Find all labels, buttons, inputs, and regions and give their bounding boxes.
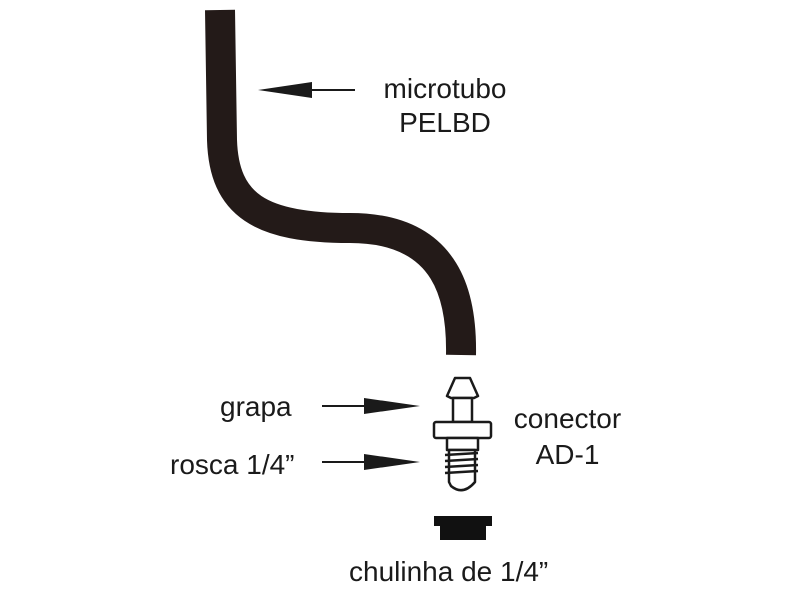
microtube-shape [205,9,477,356]
connector-ad1-shape [432,376,493,492]
conector-label: conector AD-1 [500,402,635,472]
microtubo-label: microtubo PELBD [360,72,530,140]
connector-thread-lines [444,451,479,475]
chulinha-label: chulinha de 1/4” [349,556,549,587]
microtube-arrow [258,82,355,98]
chulinha-shape [434,516,492,540]
microtubo-label-line1: microtubo [383,73,507,104]
grapa-label: grapa [220,391,292,422]
conector-label-line1: conector [513,403,622,434]
rosca-label: rosca 1/4” [170,449,295,480]
microtubo-label-line2: PELBD [399,107,491,138]
grapa-arrow [322,398,420,414]
conector-label-line2: AD-1 [535,439,600,470]
rosca-arrow [322,454,420,470]
